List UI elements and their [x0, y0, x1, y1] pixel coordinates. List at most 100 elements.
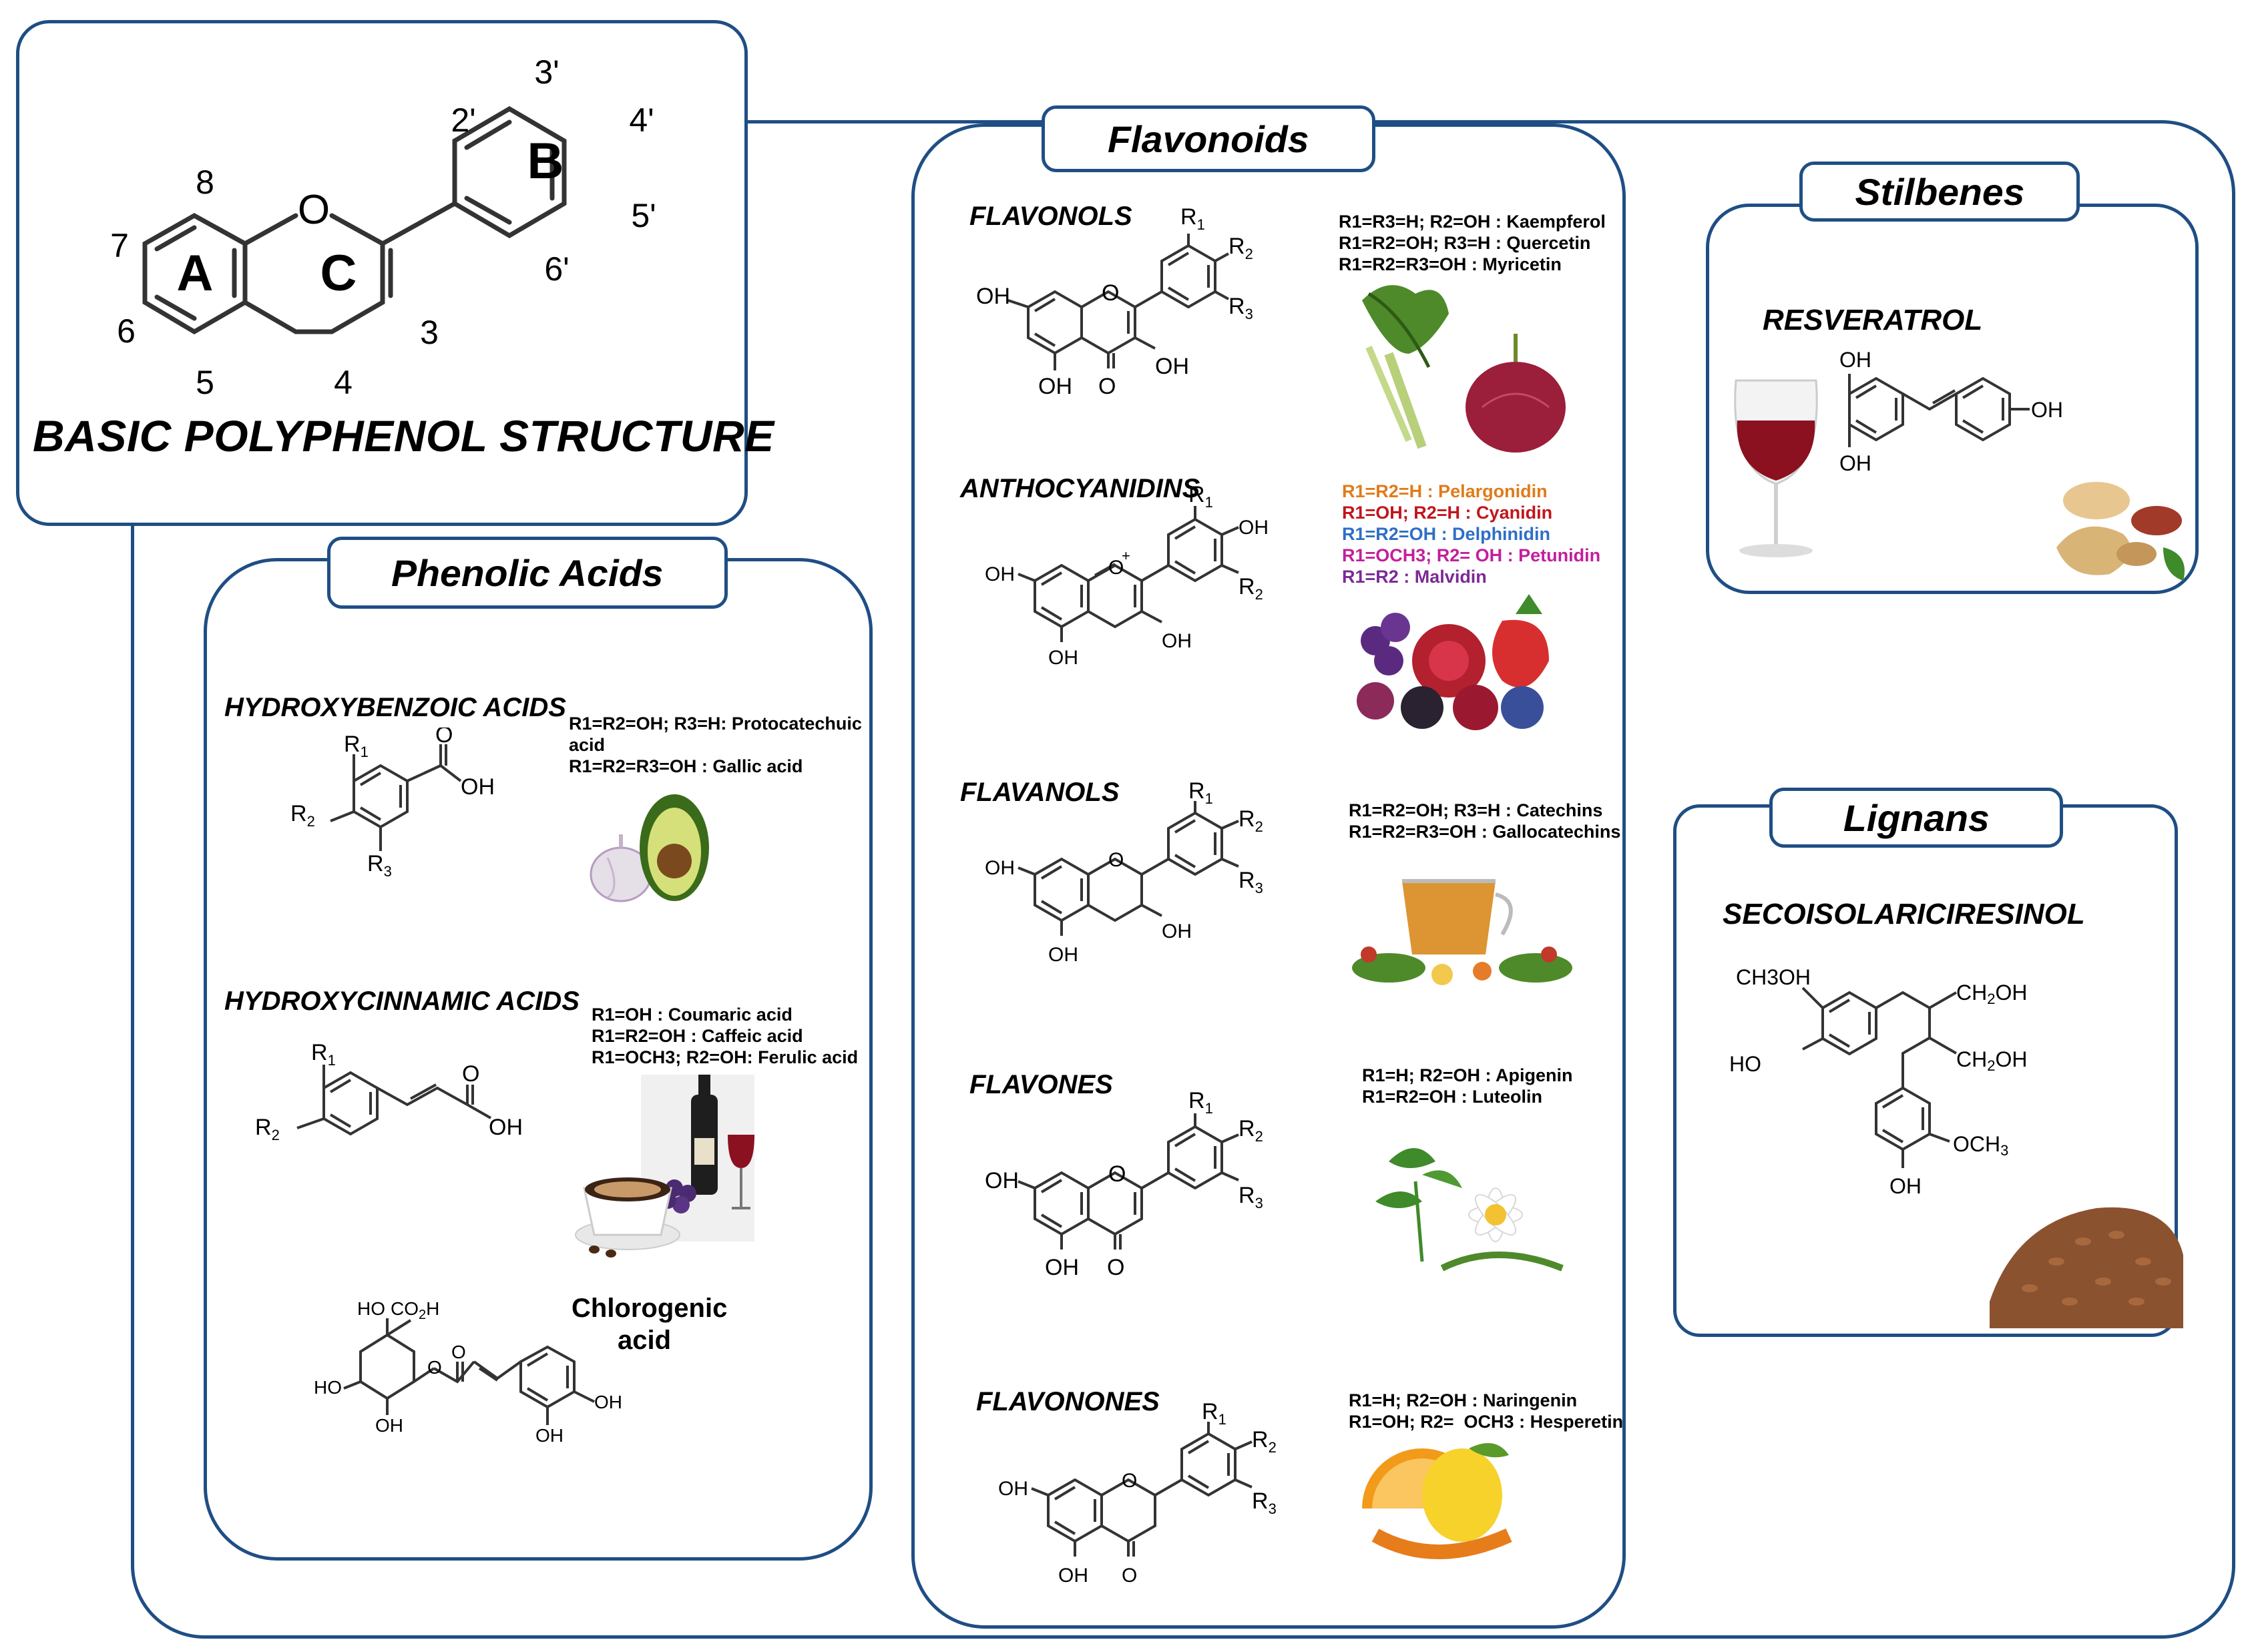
parsley-chamomile-illustration: [1375, 1148, 1564, 1272]
anthocyanidins-legend-line: R1=OCH3; R2= OH : Petunidin: [1342, 545, 1601, 565]
svg-text:CH2OH: CH2OH: [1956, 1047, 2027, 1074]
svg-text:OH: OH: [594, 1392, 622, 1412]
svg-text:CH2OH: CH2OH: [1956, 981, 2027, 1007]
svg-text:R2: R2: [290, 801, 315, 830]
flavonoids-title: Flavonoids: [1042, 105, 1375, 172]
svg-text:O: O: [1122, 1470, 1137, 1492]
svg-text:R2: R2: [1239, 574, 1263, 603]
svg-text:CH3OH: CH3OH: [1736, 965, 1811, 989]
ring-c-label: C: [320, 245, 357, 302]
svg-text:OH: OH: [985, 857, 1015, 879]
svg-text:OH: OH: [2031, 398, 2063, 422]
svg-text:OH: OH: [1839, 348, 1871, 372]
position-label: 5: [196, 364, 214, 401]
position-label: 7: [110, 227, 129, 264]
svg-text:R1: R1: [1188, 1088, 1213, 1117]
svg-text:OH: OH: [489, 1115, 523, 1140]
coffee-wine-grapes-illustration: [575, 1075, 754, 1258]
stilbenes-title: Stilbenes: [1799, 162, 2080, 222]
svg-text:R3: R3: [1239, 1183, 1263, 1211]
flavonols-legend-line: R1=R2=OH; R3=H : Quercetin: [1339, 233, 1591, 253]
svg-text:OH: OH: [1239, 517, 1269, 539]
flavonones-legend-line: R1=H; R2=OH : Naringenin: [1349, 1390, 1578, 1410]
svg-text:R2: R2: [1252, 1427, 1277, 1456]
svg-text:O: O: [427, 1357, 442, 1378]
svg-text:OH: OH: [1038, 374, 1072, 399]
svg-text:OH: OH: [535, 1425, 564, 1446]
flavones-legend-line: R1=H; R2=OH : Apigenin: [1362, 1065, 1573, 1085]
svg-text:OH: OH: [1839, 451, 1871, 475]
svg-text:R3: R3: [1228, 294, 1253, 322]
flaxseed-illustration: [1990, 1207, 2183, 1328]
wine-glass-illustration: [1734, 379, 1818, 557]
flavone-skeleton-diagram: O A C B 8 7 6 5 4 3 2' 3' 4' 5' 6': [110, 53, 656, 401]
svg-text:OH: OH: [1048, 647, 1078, 669]
svg-text:OH: OH: [1162, 920, 1192, 942]
basic-structure-title: BASIC POLYPHENOL STRUCTURE: [33, 411, 774, 461]
hba-legend-line: R1=R2=OH; R3=H: Protocatechuic: [569, 714, 862, 734]
svg-text:R2: R2: [1239, 1116, 1263, 1145]
svg-text:HO: HO: [314, 1377, 342, 1398]
hba-legend-line: acid: [569, 735, 606, 755]
hydroxycinnamic-acids-heading: HYDROXYCINNAMIC ACIDS: [224, 987, 580, 1016]
hca-legend-line: R1=OCH3; R2=OH: Ferulic acid: [592, 1047, 859, 1067]
flavonoids-title-text: Flavonoids: [1108, 117, 1309, 160]
svg-text:R3: R3: [367, 851, 392, 880]
svg-text:O: O: [435, 728, 453, 748]
lignans-title-text: Lignans: [1843, 796, 1990, 839]
svg-text:OH: OH: [1045, 1255, 1079, 1280]
svg-text:R1: R1: [311, 1040, 336, 1069]
chlorogenic-acid-label: acid: [618, 1326, 672, 1355]
svg-text:R1: R1: [1188, 781, 1213, 807]
svg-text:R2: R2: [1239, 806, 1263, 835]
svg-text:R1: R1: [344, 732, 369, 760]
svg-text:HO: HO: [357, 1298, 385, 1319]
position-label: 4: [334, 364, 353, 401]
hydroxycinnamic-acid-structure: R1 R2 O OH: [255, 1040, 523, 1143]
anthocyanidins-legend-line: R1=R2=H : Pelargonidin: [1342, 481, 1548, 501]
flavonols-legend-line: R1=R3=H; R2=OH : Kaempferol: [1339, 212, 1606, 232]
svg-text:OH: OH: [1155, 354, 1189, 379]
svg-text:O: O: [462, 1061, 479, 1087]
phenolic-acids-title-text: Phenolic Acids: [391, 551, 664, 594]
svg-text:R2: R2: [1228, 234, 1253, 262]
svg-text:O: O: [1098, 374, 1116, 399]
svg-text:OH: OH: [1889, 1174, 1922, 1198]
position-label: 8: [196, 164, 214, 201]
svg-text:R3: R3: [1239, 868, 1263, 896]
peanuts-illustration: [2056, 482, 2185, 581]
ring-b-label: B: [527, 133, 564, 190]
flavone-structure: OH O OH O R1 R2 R3: [985, 1088, 1263, 1280]
svg-text:OH: OH: [461, 774, 495, 800]
position-label: 3: [420, 314, 439, 351]
chlorogenic-acid-label: Chlorogenic: [572, 1294, 728, 1323]
basic-structure-panel: O A C B 8 7 6 5 4 3 2' 3' 4' 5' 6' BASIC…: [16, 20, 774, 526]
flavanol-structure: OH O OH OH R1 R2 R3: [985, 781, 1263, 966]
flavanone-structure: OH O OH O R1 R2 R3: [998, 1402, 1277, 1587]
flavanols-legend-line: R1=R2=OH; R3=H : Catechins: [1349, 800, 1603, 820]
flavonols-legend-line: R1=R2=R3=OH : Myricetin: [1339, 254, 1562, 274]
kale-onion-illustration: [1362, 285, 1566, 453]
anthocyanidins-legend-line: R1=OH; R2=H : Cyanidin: [1342, 503, 1553, 523]
svg-text:OH: OH: [1058, 1565, 1088, 1587]
chlorogenic-acid-structure: HO CO2H HO OH O O OH OH: [314, 1298, 622, 1446]
svg-text:+: +: [1122, 547, 1130, 564]
tea-herbs-illustration: [1352, 879, 1572, 985]
hydroxybenzoic-acids-heading: HYDROXYBENZOIC ACIDS: [224, 693, 566, 722]
svg-text:R3: R3: [1252, 1488, 1277, 1517]
svg-text:R1: R1: [1202, 1402, 1226, 1428]
hydroxybenzoic-acid-structure: R1 R2 R3 O OH: [290, 728, 495, 880]
position-label: 6: [117, 312, 136, 350]
position-label: 3': [534, 53, 559, 91]
flavonols-heading: FLAVONOLS: [969, 202, 1132, 231]
flavanols-legend-line: R1=R2=R3=OH : Gallocatechins: [1349, 822, 1621, 842]
svg-text:O: O: [1122, 1565, 1137, 1587]
anthocyanidins-legend-line: R1=R2 : Malvidin: [1342, 567, 1487, 587]
flavonones-heading: FLAVONONES: [976, 1387, 1160, 1416]
position-label: 5': [631, 197, 656, 234]
svg-text:OH: OH: [1162, 630, 1192, 652]
svg-text:O: O: [1108, 849, 1124, 871]
svg-text:O: O: [1107, 1255, 1124, 1280]
hba-legend-line: R1=R2=R3=OH : Gallic acid: [569, 756, 803, 776]
stilbenes-title-text: Stilbenes: [1855, 170, 2024, 213]
